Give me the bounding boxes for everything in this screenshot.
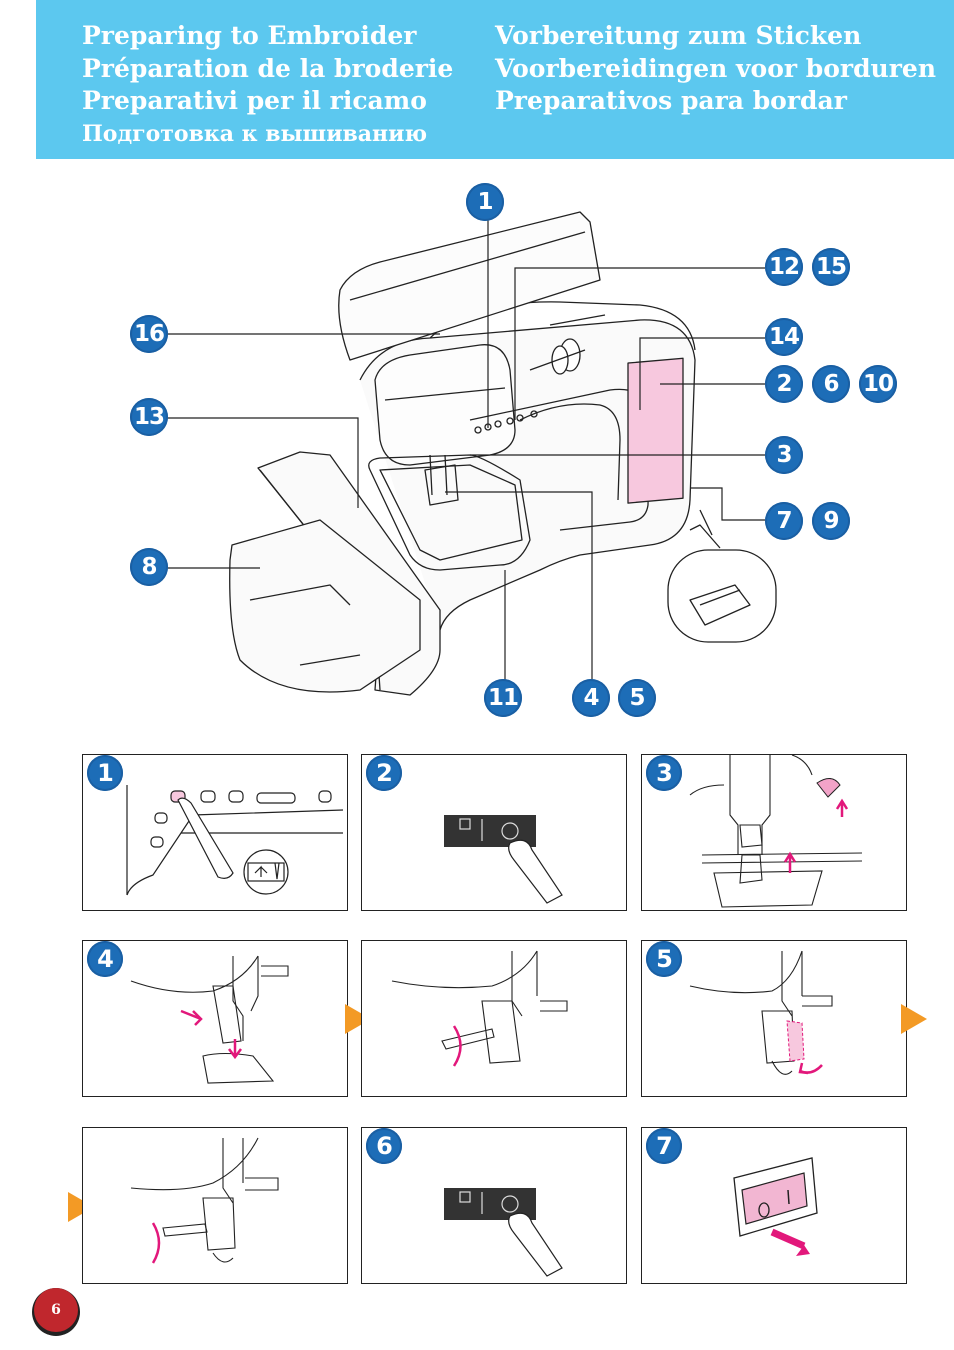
callout-8: 8 (130, 548, 168, 586)
step-badge-3: 3 (646, 755, 682, 791)
callout-13: 13 (130, 398, 168, 436)
callout-15: 15 (812, 248, 850, 286)
callout-9: 9 (812, 502, 850, 540)
step-panel-5b (82, 1127, 348, 1284)
step-badge-7: 7 (646, 1128, 682, 1164)
title-italian: Preparativi per il ricamo (82, 86, 427, 115)
step-badge-6: 6 (366, 1128, 402, 1164)
callout-12: 12 (765, 248, 803, 286)
power-switch-illustration (733, 1157, 818, 1256)
machine-illustration (148, 211, 777, 696)
title-russian: Подготовка к вышиванию (82, 120, 428, 147)
callout-4: 4 (572, 679, 610, 717)
next-arrow-icon (901, 1004, 927, 1034)
page-number-badge: 6 (32, 1288, 80, 1336)
presser-foot-button-illustration (444, 815, 563, 904)
callout-1: 1 (466, 183, 504, 221)
step-badge-5: 5 (646, 941, 682, 977)
callout-7: 7 (765, 502, 803, 540)
step-panel-3: 3 (641, 754, 907, 911)
step-panel-7: 7 (641, 1127, 907, 1284)
step-badge-2: 2 (366, 755, 402, 791)
step-panel-4: 4 (82, 940, 348, 1097)
callout-6: 6 (812, 365, 850, 403)
attach-embroidery-foot-illustration (689, 950, 833, 1075)
callout-5: 5 (618, 679, 656, 717)
step-panel-5: 5 (641, 940, 907, 1097)
step-panel-2: 2 (361, 754, 627, 911)
titles-left: Preparing to Embroider Préparation de la… (82, 20, 453, 150)
title-spanish: Preparativos para bordar (495, 86, 847, 115)
step-badge-1: 1 (87, 755, 123, 791)
remove-presser-foot-illustration (130, 955, 289, 1084)
title-german: Vorbereitung zum Sticken (495, 21, 862, 50)
page-number: 6 (34, 1288, 78, 1332)
callout-11: 11 (484, 679, 522, 717)
step-badge-4: 4 (87, 941, 123, 977)
needle-position-button-illustration (126, 785, 344, 896)
step-panel-4b (361, 940, 627, 1097)
title-french: Préparation de la broderie (82, 53, 454, 83)
callout-14: 14 (765, 318, 803, 356)
title-english: Preparing to Embroider (82, 21, 417, 50)
raise-presser-foot-illustration (689, 755, 863, 908)
callout-3: 3 (765, 436, 803, 474)
loosen-screw-illustration (391, 950, 568, 1067)
step-panel-1: 1 (82, 754, 348, 911)
title-dutch: Voorbereidingen voor borduren (495, 53, 936, 83)
titles-right: Vorbereitung zum Sticken Voorbereidingen… (495, 20, 936, 118)
callout-16: 16 (130, 315, 168, 353)
callout-10: 10 (859, 365, 897, 403)
tighten-screw-illustration (130, 1137, 279, 1264)
presser-foot-button-illustration-2 (444, 1188, 563, 1277)
title-band: Preparing to Embroider Préparation de la… (36, 0, 954, 159)
callout-2: 2 (765, 365, 803, 403)
step-panel-6: 6 (361, 1127, 627, 1284)
